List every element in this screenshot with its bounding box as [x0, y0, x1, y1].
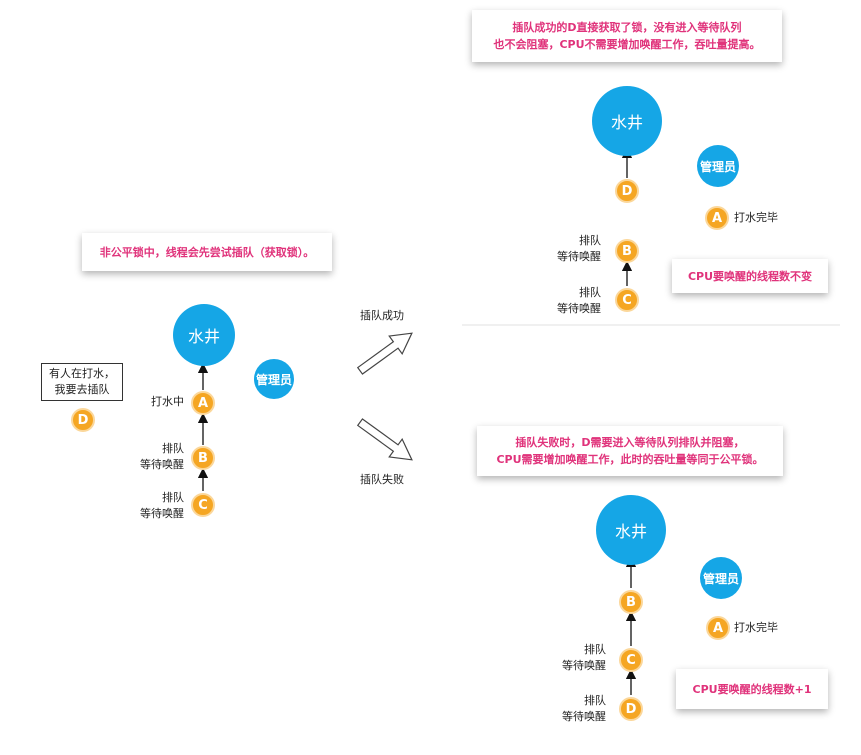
success-arrow: [356, 332, 413, 375]
top-thread-b: B: [615, 239, 639, 263]
left-thread-c-label: 排队 等待唤醒: [140, 491, 184, 520]
left-thread-b-label: 排队 等待唤醒: [140, 442, 184, 471]
bottom-well: 水井: [596, 495, 666, 565]
top-well: 水井: [592, 86, 662, 156]
bottom-thread-a-label: 打水完毕: [734, 621, 778, 634]
left-manager-label: 管理员: [255, 372, 292, 387]
left-thread-a: A: [191, 391, 215, 415]
top-thread-c-label: 排队 等待唤醒: [557, 286, 601, 315]
top-manager: 管理员: [697, 145, 739, 187]
bottom-thread-c: C: [619, 648, 643, 672]
left-well: 水井: [173, 304, 235, 366]
left-thread-d-speech-box: 有人在打水， 我要去插队: [41, 363, 123, 401]
top-thread-c: C: [615, 288, 639, 312]
fail-label: 插队失败: [360, 473, 404, 486]
left-well-label: 水井: [187, 327, 220, 346]
top-thread-a-label: 打水完毕: [734, 211, 778, 224]
left-note: 非公平锁中，线程会先尝试插队（获取锁）。: [82, 233, 332, 271]
bottom-thread-a: A: [706, 616, 730, 640]
fail-arrow: [356, 418, 413, 461]
bottom-note: 插队失败时，D需要进入等待队列排队并阻塞， CPU需要增加唤醒工作，此时的吞吐量…: [477, 426, 783, 476]
bottom-manager: 管理员: [700, 557, 742, 599]
bottom-thread-b: B: [619, 590, 643, 614]
success-label: 插队成功: [360, 309, 404, 322]
top-note: 插队成功的D直接获取了锁，没有进入等待队列 也不会阻塞，CPU不需要增加唤醒工作…: [472, 10, 782, 62]
bottom-thread-c-label: 排队 等待唤醒: [562, 643, 606, 672]
left-manager: 管理员: [254, 359, 294, 399]
bottom-thread-d: D: [619, 697, 643, 721]
top-thread-a: A: [705, 206, 729, 230]
left-note-text: 非公平锁中，线程会先尝试插队（获取锁）。: [99, 245, 315, 259]
bottom-thread-d-label: 排队 等待唤醒: [562, 694, 606, 723]
bottom-cpu-note: CPU要唤醒的线程数+1: [676, 669, 828, 709]
left-thread-a-label: 打水中: [151, 395, 184, 408]
top-thread-d: D: [615, 179, 639, 203]
top-thread-b-label: 排队 等待唤醒: [557, 234, 601, 263]
left-thread-d: D: [71, 408, 95, 432]
left-thread-c: C: [191, 493, 215, 517]
top-cpu-note: CPU要唤醒的线程数不变: [672, 259, 828, 293]
left-thread-b: B: [191, 446, 215, 470]
